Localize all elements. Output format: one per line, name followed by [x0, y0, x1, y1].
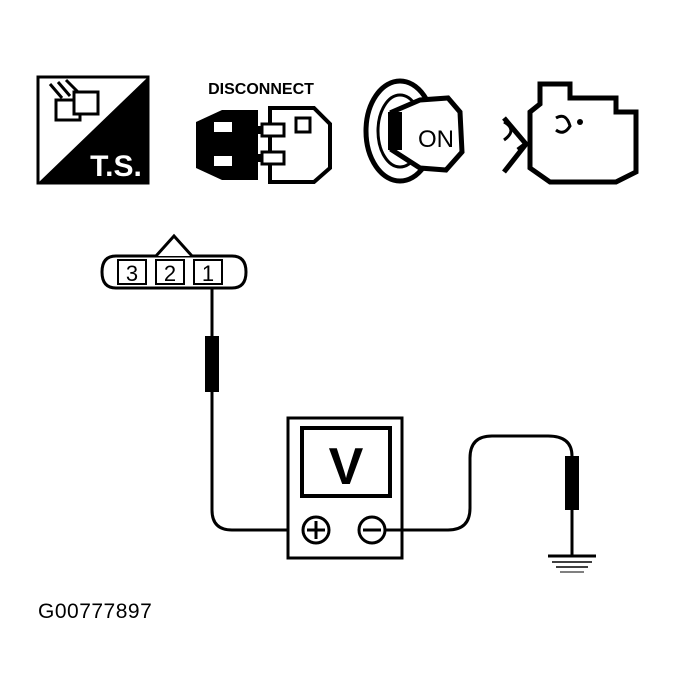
- figure-id: G00777897: [38, 600, 153, 623]
- negative-lead: [385, 434, 579, 556]
- pin-2-label: 2: [164, 261, 176, 286]
- voltmeter-display: V: [329, 438, 364, 496]
- ignition-label: ON: [418, 126, 454, 153]
- ts-label: T.S.: [90, 150, 142, 183]
- pin-1-label: 1: [202, 261, 214, 286]
- voltmeter: V: [286, 416, 404, 560]
- ground-symbol: [548, 554, 596, 573]
- engine-off-icon: [502, 81, 639, 185]
- connector-disconnect-icon: DISCONNECT: [196, 81, 332, 184]
- test-switch-icon: T.S.: [36, 75, 150, 185]
- disconnect-label: DISCONNECT: [208, 81, 314, 98]
- harness-connector: 3 2 1: [100, 233, 248, 290]
- ignition-key-icon: ON: [363, 78, 465, 184]
- positive-probe: [205, 288, 298, 532]
- pin-3-label: 3: [126, 261, 138, 286]
